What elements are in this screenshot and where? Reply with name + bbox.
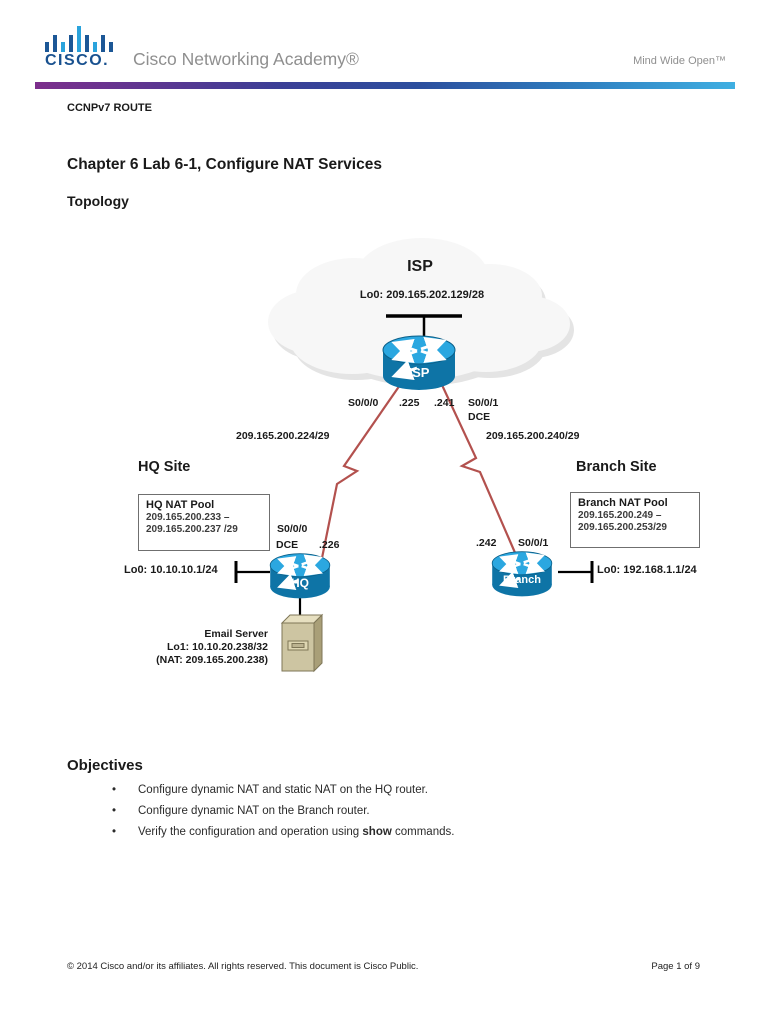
branch-nat-pool-end: 209.165.200.253/29 — [578, 522, 667, 533]
topology-graphics — [234, 238, 594, 673]
hq-nat-pool-end: 209.165.200.237 /29 — [146, 524, 238, 535]
cisco-wordmark: CISCO. — [45, 52, 110, 69]
isp-router-label: ISP — [408, 365, 430, 380]
branch-router-label: Branch — [503, 574, 541, 586]
objective-item: •Configure dynamic NAT on the Branch rou… — [112, 805, 370, 817]
hq-lo0-connector — [234, 561, 270, 583]
branch-nat-pool-start: 209.165.200.249 – — [578, 510, 662, 521]
objective-item: •Configure dynamic NAT and static NAT on… — [112, 784, 428, 796]
email-server-lo1: Lo1: 10.10.20.238/32 — [167, 641, 268, 653]
page-title: Chapter 6 Lab 6-1, Configure NAT Service… — [67, 156, 382, 173]
bullet-icon: • — [112, 805, 117, 817]
bullet-icon: • — [112, 784, 117, 796]
isp-if-right: S0/0/1 — [468, 397, 499, 409]
footer-copyright: © 2014 Cisco and/or its affiliates. All … — [67, 961, 419, 972]
email-server-icon — [280, 613, 324, 673]
hq-loopback: Lo0: 10.10.10.1/24 — [124, 564, 218, 576]
isp-ip-right: .241 — [434, 397, 455, 409]
objectives-heading: Objectives — [67, 757, 143, 774]
link-isp-hq — [320, 384, 401, 559]
isp-loopback: Lo0: 209.165.202.129/28 — [359, 289, 485, 301]
academy-title: Cisco Networking Academy® — [133, 49, 359, 69]
hq-serial-ip: .226 — [319, 539, 340, 551]
objectives-list: •Configure dynamic NAT and static NAT on… — [112, 784, 454, 847]
subnet-left-label: 209.165.200.224/29 — [236, 430, 330, 442]
bullet-icon: • — [112, 826, 117, 838]
header-gradient-bar — [35, 82, 735, 89]
branch-nat-pool-title: Branch NAT Pool — [578, 497, 668, 509]
hq-serial-if: S0/0/0 — [277, 523, 308, 535]
hq-router-label: HQ — [291, 576, 309, 590]
isp-name: ISP — [407, 258, 433, 275]
cisco-logo-bars-icon — [45, 26, 115, 52]
tagline: Mind Wide Open™ — [633, 55, 726, 67]
course-label: CCNPv7 ROUTE — [67, 102, 152, 114]
objective-item: •Verify the configuration and operation … — [112, 826, 455, 838]
hq-dce-label: DCE — [276, 539, 299, 551]
branch-serial-if: S0/0/1 — [518, 537, 549, 549]
footer-page-number: Page 1 of 9 — [651, 961, 700, 972]
email-server-name: Email Server — [204, 628, 268, 640]
isp-dce-label: DCE — [468, 411, 491, 423]
link-isp-branch — [441, 384, 518, 556]
branch-site-heading: Branch Site — [576, 459, 657, 475]
hq-site-heading: HQ Site — [138, 459, 191, 475]
branch-lo0-connector — [558, 561, 594, 583]
branch-loopback: Lo0: 192.168.1.1/24 — [597, 564, 697, 576]
topology-diagram: ISP Lo0: 209.165.202.129/28 ISP S0/0/0 .… — [0, 230, 768, 700]
hq-nat-pool-title: HQ NAT Pool — [146, 499, 215, 511]
branch-nat-pool-box: Branch NAT Pool 209.165.200.249 – 209.16… — [570, 492, 700, 548]
branch-serial-ip: .242 — [476, 537, 497, 549]
hq-nat-pool-box: HQ NAT Pool 209.165.200.233 – 209.165.20… — [138, 494, 270, 551]
email-server-nat: (NAT: 209.165.200.238) — [156, 654, 268, 666]
isp-ip-left: .225 — [399, 397, 420, 409]
topology-heading: Topology — [67, 193, 129, 209]
isp-router-icon — [383, 336, 455, 390]
subnet-right-label: 209.165.200.240/29 — [486, 430, 580, 442]
isp-if-left: S0/0/0 — [348, 397, 379, 409]
hq-nat-pool-start: 209.165.200.233 – — [146, 512, 230, 523]
